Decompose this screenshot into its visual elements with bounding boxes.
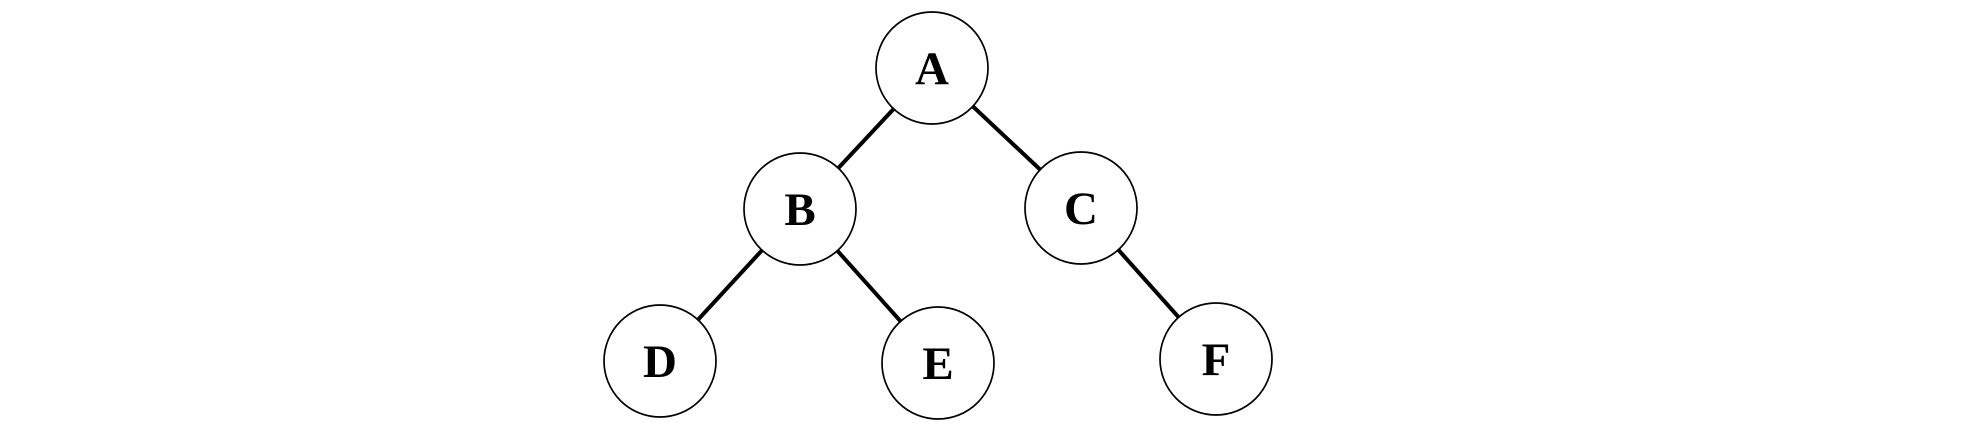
tree-node-label-b: B bbox=[784, 184, 815, 236]
tree-node-b: B bbox=[743, 152, 857, 266]
tree-node-label-c: C bbox=[1064, 183, 1098, 235]
tree-node-label-f: F bbox=[1202, 334, 1231, 386]
tree-node-circle-d bbox=[603, 304, 717, 418]
tree-node-circle-f bbox=[1159, 302, 1273, 416]
tree-node-e: E bbox=[881, 306, 995, 420]
tree-node-circle-a bbox=[875, 11, 989, 125]
tree-node-label-e: E bbox=[922, 338, 953, 390]
tree-node-label-d: D bbox=[643, 336, 677, 388]
tree-node-d: D bbox=[603, 304, 717, 418]
tree-node-label-a: A bbox=[915, 43, 949, 95]
tree-node-a: A bbox=[875, 11, 989, 125]
tree-node-f: F bbox=[1159, 302, 1273, 416]
tree-node-circle-e bbox=[881, 306, 995, 420]
tree-node-circle-b bbox=[743, 152, 857, 266]
tree-node-circle-c bbox=[1024, 151, 1138, 265]
tree-node-c: C bbox=[1024, 151, 1138, 265]
